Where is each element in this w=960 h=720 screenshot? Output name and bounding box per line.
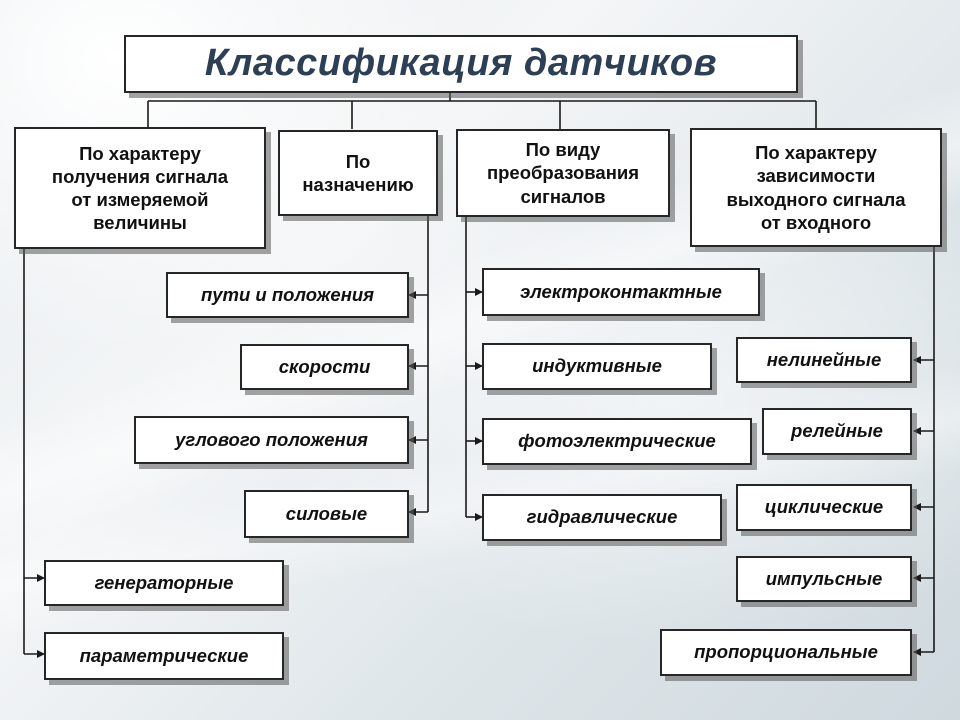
diagram-title: Классификация датчиков <box>124 35 798 93</box>
item-nelineynye: нелинейные <box>736 337 912 383</box>
item-puti-i-polozheniya: пути и положения <box>166 272 409 318</box>
category-purpose: По назначению <box>278 130 438 216</box>
item-uglovogo-polozheniya: углового положения <box>134 416 409 464</box>
item-fotoelektricheskie: фотоэлектрические <box>482 418 752 465</box>
category-signal-acquisition: По характеру получения сигнала от измеря… <box>14 127 266 249</box>
item-parametricheskie: параметрические <box>44 632 284 680</box>
item-proportsionalnye: пропорциональные <box>660 629 912 676</box>
item-skorosti: скорости <box>240 344 409 390</box>
item-releynye: релейные <box>762 408 912 455</box>
item-silovye: силовые <box>244 490 409 538</box>
item-gidravlicheskie: гидравлические <box>482 494 722 541</box>
item-generatornye: генераторные <box>44 560 284 606</box>
item-induktivnye: индуктивные <box>482 343 712 390</box>
category-conversion-type: По виду преобразования сигналов <box>456 129 670 217</box>
category-output-dependence: По характеру зависимости выходного сигна… <box>690 128 942 247</box>
item-impulsnye: импульсные <box>736 556 912 602</box>
item-elektrokontaktnye: электроконтактные <box>482 268 760 316</box>
item-tsiklicheskie: циклические <box>736 484 912 531</box>
